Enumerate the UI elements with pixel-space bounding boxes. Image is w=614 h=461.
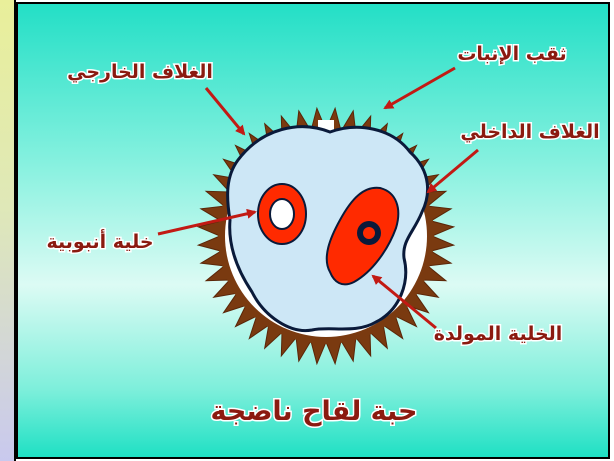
tube-cell-nucleus [270, 199, 294, 229]
label-germ-pore: ثقب الإنبات [457, 43, 566, 65]
label-outer-wall: الغلاف الخارجي [67, 61, 213, 83]
label-tube-cell: خلية أنبوبية [46, 229, 153, 253]
cytoplasm-inner-wall [228, 127, 428, 331]
arrow-inner-wall [428, 150, 478, 192]
diagram-title: حبة لقاح ناضجة [210, 396, 417, 427]
label-generative-cell: الخلية المولدة [434, 323, 563, 345]
generative-cell-nucleolus [363, 227, 375, 239]
arrow-germ-pore [385, 68, 455, 108]
arrow-outer-wall [206, 88, 244, 134]
label-inner-wall: الغلاف الداخلي [460, 121, 599, 143]
